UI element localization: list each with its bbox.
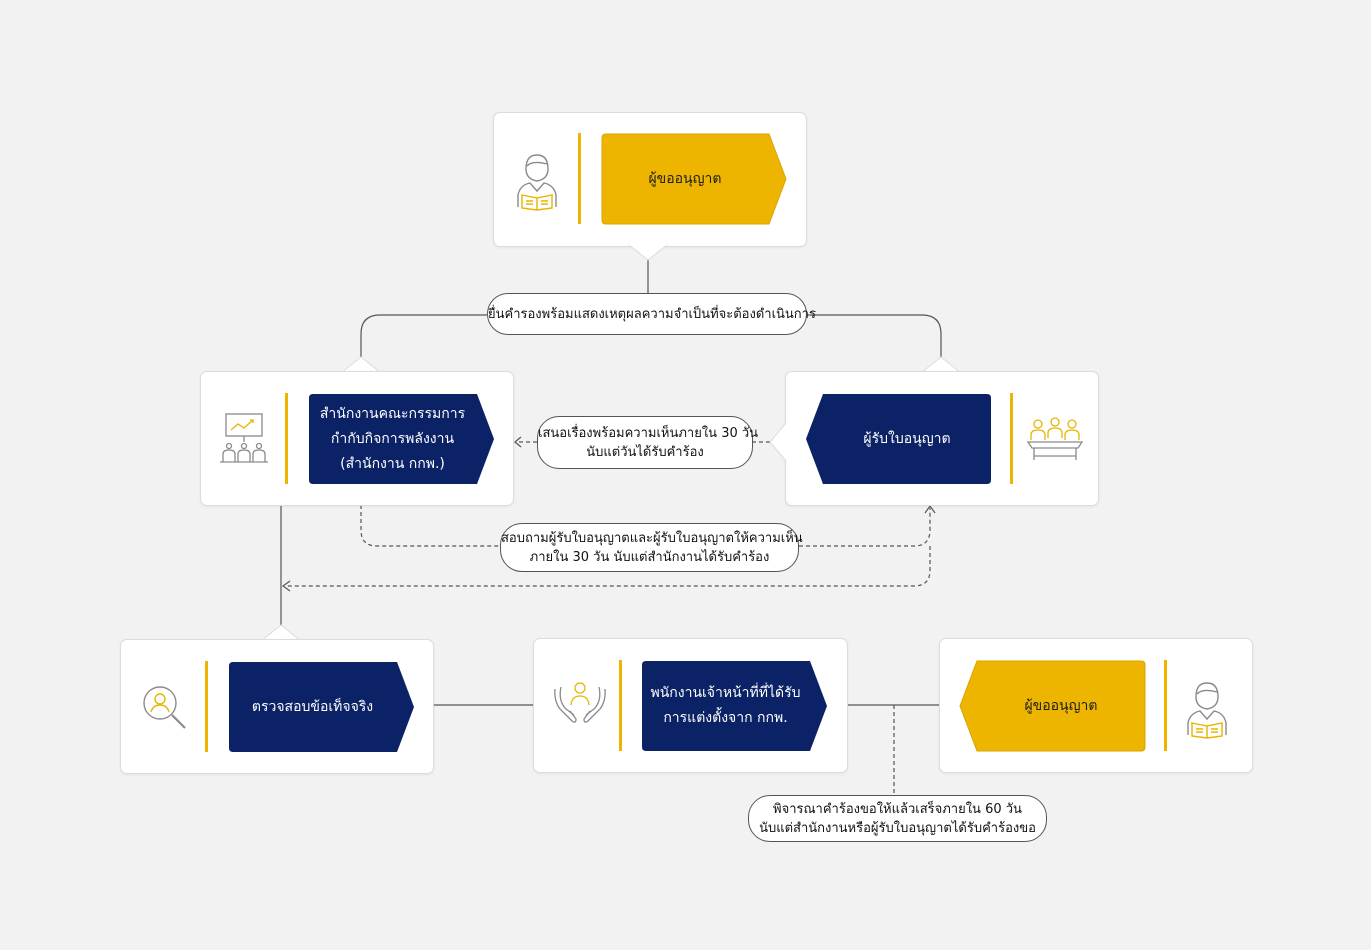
licensee-card: ผู้รับใบอนุญาต <box>785 371 1099 506</box>
licensee-label: ผู้รับใบอนุญาต <box>863 430 951 447</box>
note-consider-line-1: พิจารณาคำร้องขอให้แล้วเสร็จภายใน 60 วัน <box>773 801 1022 817</box>
officer-card: พนักงานเจ้าหน้าที่ที่ได้รับ การแต่งตั้งจ… <box>533 638 848 773</box>
note-propose-line-1: เสนอเรื่องพร้อมความเห็นภายใน 30 วัน <box>538 425 759 441</box>
tag-shape <box>601 133 787 229</box>
tag-shape <box>308 393 496 489</box>
note-submit: ยื่นคำรองพร้อมแสดงเหตุผลความจำเป็นที่จะต… <box>487 293 816 335</box>
separator <box>205 661 208 752</box>
tag-shape <box>959 660 1146 756</box>
note-propose-line-2: นับแต่วันได้รับคำร้อง <box>586 444 704 460</box>
note-consider-line-2: นับแต่สำนักงานหรือผู้รับใบอนุญาตได้รับคำ… <box>759 820 1036 836</box>
applicant-bottom-label: ผู้ขออนุญาต <box>1024 697 1098 714</box>
card-notch <box>341 356 381 374</box>
card-notch <box>769 423 787 461</box>
note-submit-line-1: ยื่นคำรองพร้อมแสดงเหตุผลความจำเป็นที่จะต… <box>488 306 816 322</box>
tag-shape <box>228 661 416 757</box>
applicant-card-top: ผู้ขออนุญาต <box>493 112 807 247</box>
separator <box>578 133 581 224</box>
separator <box>285 393 288 484</box>
person-reading-icon <box>512 151 562 215</box>
connector-inquire-right <box>799 508 931 547</box>
card-notch <box>261 624 301 642</box>
fact-check-label: ตรวจสอบข้อเท็จจริง <box>251 698 374 715</box>
officer-label-line-1: พนักงานเจ้าหน้าที่ที่ได้รับ <box>650 685 801 701</box>
officer-label-line-2: การแต่งตั้งจาก กกพ. <box>663 710 788 726</box>
connector-to-regulator <box>360 314 487 358</box>
regulator-label-line-2: กำกับกิจการพลังงาน <box>330 430 455 447</box>
magnifier-person-icon <box>141 684 189 736</box>
note-inquire-line-1: สอบถามผู้รับใบอนุญาตและผู้รับใบอนุญาตให้… <box>501 530 803 546</box>
note-inquire: สอบถามผู้รับใบอนุญาตและผู้รับใบอนุญาตให้… <box>500 523 803 572</box>
regulator-card: สำนักงานคณะกรรมการ กำกับกิจการพลังงาน (ส… <box>200 371 514 506</box>
applicant-card-bottom: ผู้ขออนุญาต <box>939 638 1253 773</box>
note-consider: พิจารณาคำร้องขอให้แล้วเสร็จภายใน 60 วัน … <box>748 795 1047 842</box>
separator <box>1010 393 1013 484</box>
connector-inquire-left <box>360 505 500 547</box>
arrowhead-return <box>281 580 291 592</box>
note-propose: เสนอเรื่องพร้อมความเห็นภายใน 30 วัน นับแ… <box>537 416 759 469</box>
presentation-board-icon <box>217 412 271 468</box>
card-notch <box>628 244 668 261</box>
people-at-table-icon <box>1026 416 1084 466</box>
tag-shape <box>641 660 829 756</box>
regulator-label-line-3: (สำนักงาน กกพ.) <box>340 455 445 472</box>
applicant-top-label: ผู้ขออนุญาต <box>648 170 722 187</box>
separator <box>1164 660 1167 751</box>
card-notch <box>921 356 961 374</box>
tag-shape <box>805 393 992 489</box>
hands-holding-person-icon <box>552 679 608 733</box>
connector-return <box>285 546 931 587</box>
fact-check-card: ตรวจสอบข้อเท็จจริง <box>120 639 434 774</box>
arrowhead-licensee <box>924 504 936 514</box>
connector-to-licensee <box>805 314 942 358</box>
regulator-label-line-1: สำนักงานคณะกรรมการ <box>319 405 466 422</box>
separator <box>619 660 622 751</box>
note-inquire-line-2: ภายใน 30 วัน นับแต่สำนักงานได้รับคำร้อง <box>529 549 770 565</box>
arrowhead-propose <box>514 436 522 448</box>
person-reading-icon <box>1182 679 1232 743</box>
